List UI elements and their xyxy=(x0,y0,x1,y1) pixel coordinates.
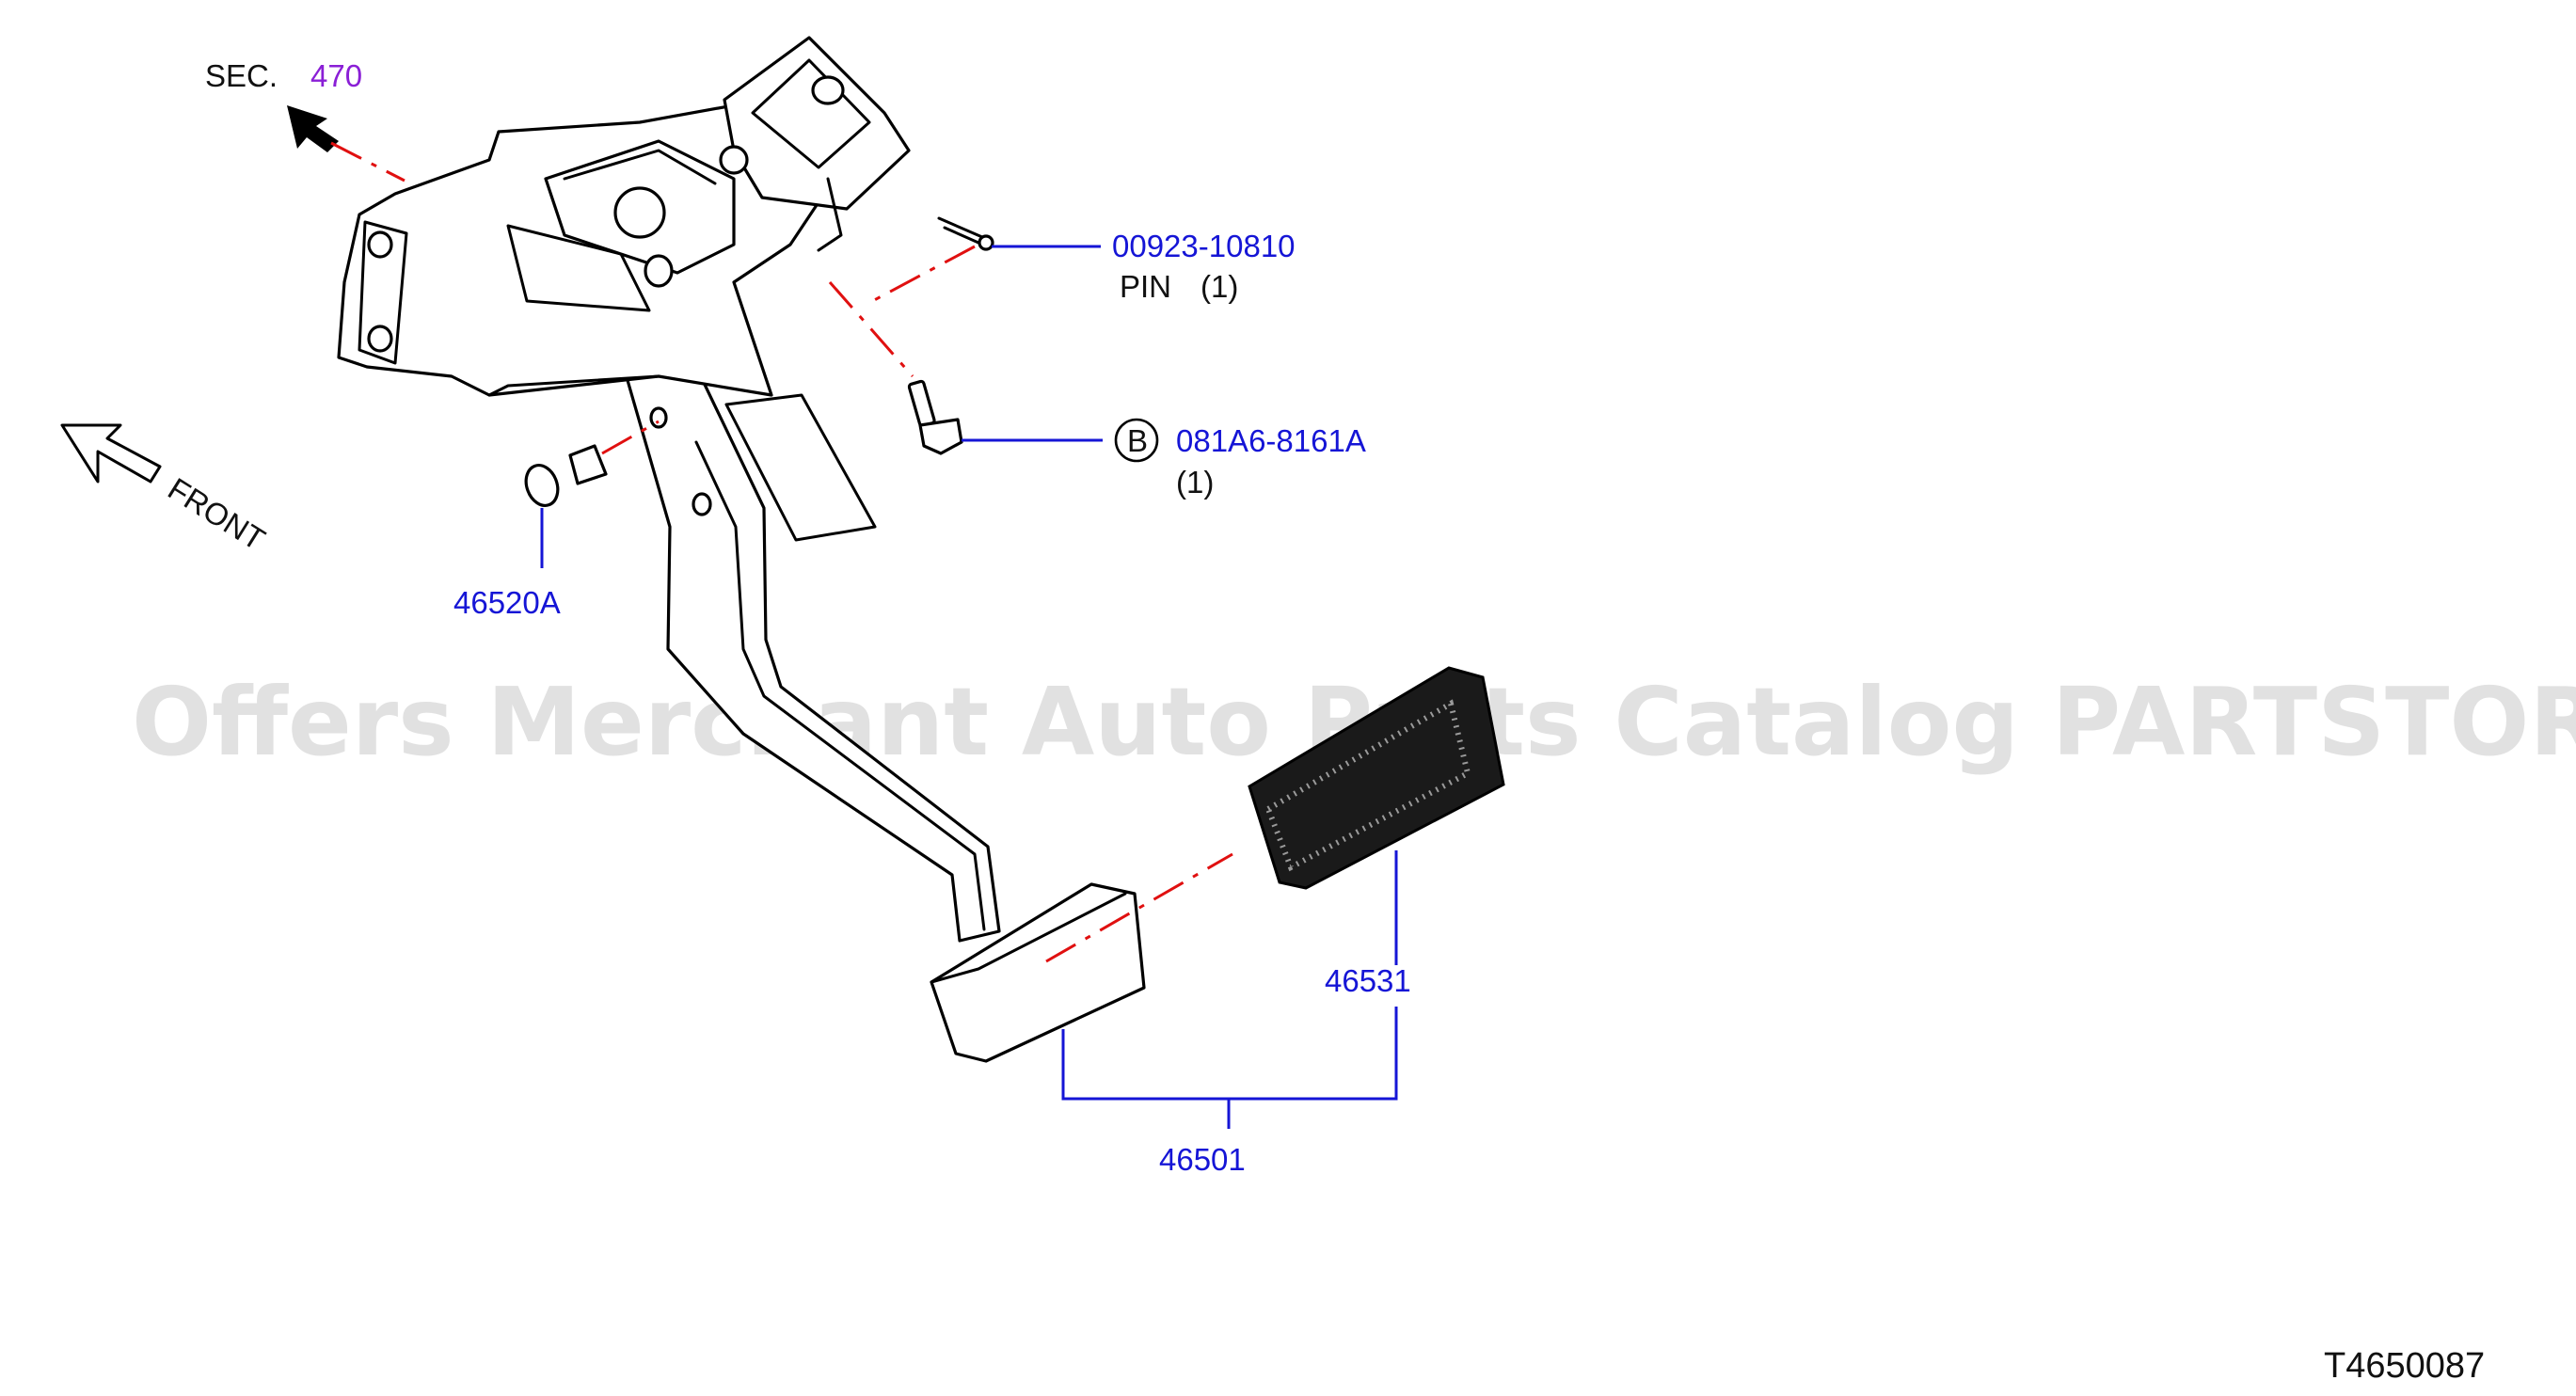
part-quantity: (1) xyxy=(1176,465,1214,500)
callout-pedal-assembly[interactable]: 46501 xyxy=(1159,1142,1246,1177)
arrow-up-left-icon xyxy=(287,105,339,152)
pedal-stopper xyxy=(524,444,608,507)
part-number-link[interactable]: 46531 xyxy=(1325,963,1411,998)
section-number-link[interactable]: 470 xyxy=(310,58,362,93)
bracket-bolt-head xyxy=(719,145,749,175)
bracket-top-edge xyxy=(563,149,717,185)
marker-circle xyxy=(1114,418,1159,463)
switch-housing xyxy=(723,36,911,211)
pedal-assembly-leader-line xyxy=(1061,1007,1398,1129)
front-label: FRONT xyxy=(162,471,271,558)
callout-bolt[interactable]: B 081A6-8161A (1) xyxy=(1114,418,1366,500)
part-quantity: (1) xyxy=(1201,269,1238,304)
bracket-window xyxy=(506,224,651,312)
pad-cover-body xyxy=(1248,666,1505,890)
bracket-side-plate xyxy=(358,220,408,365)
pedal-arm-rib xyxy=(694,440,986,931)
part-number-link[interactable]: 46501 xyxy=(1159,1142,1246,1177)
switch-housing-detail xyxy=(751,58,871,169)
part-number-link[interactable]: 46520A xyxy=(453,585,561,620)
pin-head xyxy=(978,234,994,251)
pad-center-line xyxy=(1045,852,1233,963)
bracket-hole-bottom xyxy=(367,325,393,353)
pedal-illustration xyxy=(337,36,1001,943)
pin-center-line xyxy=(865,245,976,307)
arm-hole xyxy=(649,406,668,429)
pivot-boss xyxy=(613,186,666,239)
arm-hole-lower xyxy=(692,492,712,516)
front-arrow-icon xyxy=(60,423,162,484)
pedal-pad-edge xyxy=(930,892,1127,984)
part-number-link[interactable]: 00923-10810 xyxy=(1112,229,1296,263)
pin-body xyxy=(937,216,984,245)
bolt-head xyxy=(918,418,963,455)
section-reference[interactable]: SEC. 470 xyxy=(205,58,362,93)
callout-stopper[interactable]: 46520A xyxy=(453,585,561,620)
stopper-body xyxy=(568,444,608,485)
part-number-link[interactable]: 081A6-8161A xyxy=(1176,423,1366,458)
section-prefix: SEC. xyxy=(205,58,278,93)
section-center-line xyxy=(330,141,405,182)
callout-pin[interactable]: 00923-10810 PIN (1) xyxy=(1112,229,1296,304)
bracket-flange xyxy=(487,374,660,397)
bracket-hole-top xyxy=(367,230,393,259)
pedal-arm xyxy=(619,356,1001,943)
bolt-center-line xyxy=(828,281,914,377)
diagram-id: T4650087 xyxy=(2324,1346,2485,1386)
bolt-shank xyxy=(907,379,936,428)
marker-letter: B xyxy=(1127,423,1148,458)
stopper-center-line xyxy=(601,420,660,455)
pivot-hole xyxy=(644,254,674,288)
pedal-pad xyxy=(930,882,1146,1063)
pedal-pad-cover xyxy=(1248,666,1505,890)
pedal-arm-slot xyxy=(724,393,877,542)
front-direction-indicator: FRONT xyxy=(60,423,271,558)
pedal-pad-face xyxy=(930,882,1146,1063)
flange-bolt xyxy=(907,379,963,455)
clevis-pin xyxy=(937,216,994,251)
callout-pad-cover[interactable]: 46531 xyxy=(1325,963,1411,998)
part-description: PIN xyxy=(1120,269,1171,304)
switch-plunger xyxy=(817,177,843,252)
stopper-cap xyxy=(524,464,560,507)
switch-nut xyxy=(811,75,845,105)
